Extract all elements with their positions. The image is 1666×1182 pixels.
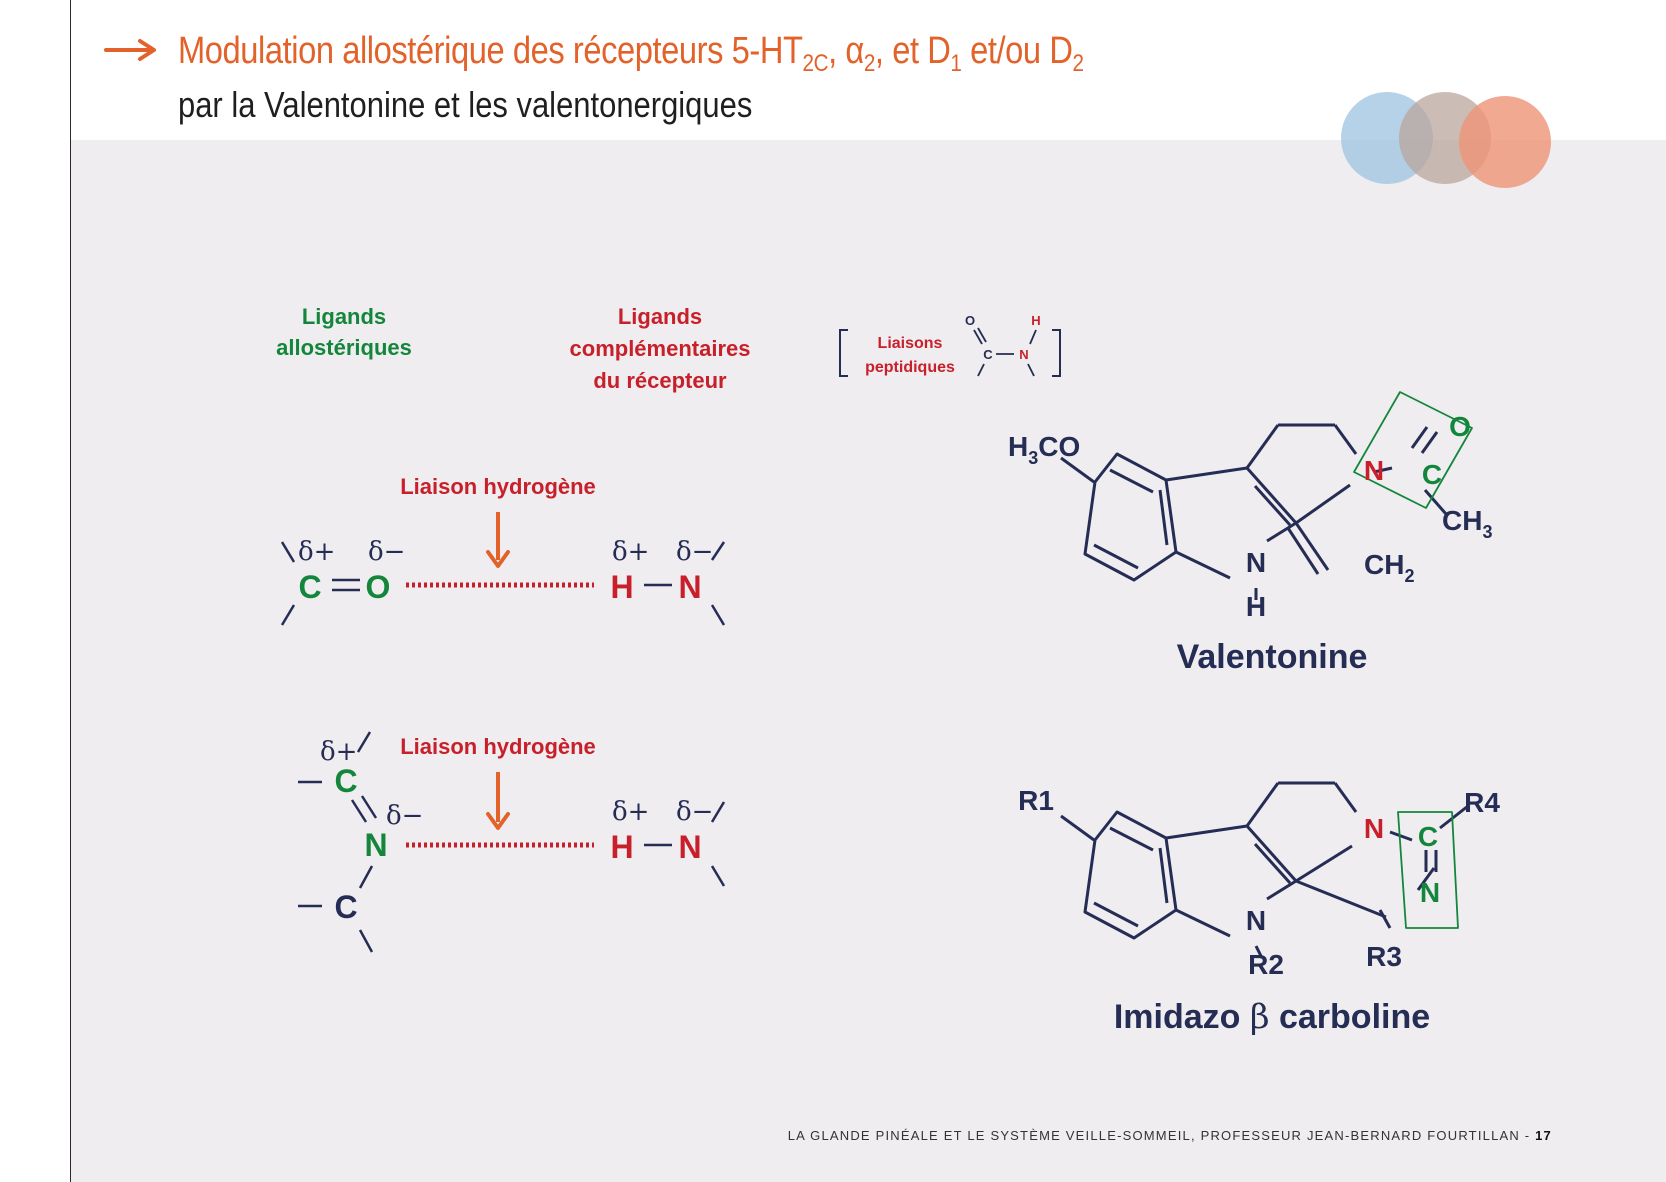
svg-text:peptidiques: peptidiques [865, 359, 955, 376]
svg-text:C: C [1422, 459, 1442, 490]
svg-text:δ−: δ− [368, 537, 405, 567]
page-title: Modulation allostérique des récepteurs 5… [178, 30, 1084, 77]
ligands-complementaires-label: Ligands complémentaires du récepteur [570, 304, 751, 393]
svg-text:C: C [1418, 821, 1438, 852]
svg-text:N: N [364, 827, 387, 863]
svg-text:O: O [1449, 411, 1471, 442]
hydrogen-bond-carbonyl: Liaison hydrogène δ+ δ− C O δ+ δ− H N [280, 474, 726, 626]
imidazo-beta-carboline-structure [1060, 781, 1469, 959]
svg-text:R3: R3 [1366, 941, 1402, 972]
peptide-bond-legend: Liaisons peptidiques O C N H [839, 313, 1061, 377]
svg-text:H3CO: H3CO [1008, 431, 1080, 468]
page-number: 17 [1535, 1128, 1552, 1143]
svg-text:Liaisons: Liaisons [878, 335, 943, 352]
svg-text:H: H [1246, 591, 1266, 622]
svg-text:Ligands: Ligands [618, 304, 702, 329]
svg-text:δ+: δ+ [298, 537, 335, 567]
svg-text:N: N [1246, 547, 1266, 578]
svg-text:allostériques: allostériques [276, 335, 412, 360]
svg-text:N: N [1246, 905, 1266, 936]
hydrogen-bond-imine: Liaison hydrogène δ+ C δ− N C δ+ δ− H N [298, 731, 726, 953]
svg-text:complémentaires: complémentaires [570, 336, 751, 361]
svg-text:R1: R1 [1018, 785, 1054, 816]
valentonine-structure [1060, 391, 1473, 600]
svg-text:C: C [298, 569, 321, 605]
svg-text:N: N [1364, 455, 1384, 486]
svg-text:N: N [1420, 877, 1440, 908]
svg-text:CH3: CH3 [1442, 505, 1492, 542]
svg-text:δ−: δ− [386, 801, 423, 831]
svg-text:H: H [610, 829, 633, 865]
svg-text:C: C [334, 763, 357, 799]
arrow-right-icon [104, 39, 156, 61]
svg-text:δ−: δ− [676, 797, 713, 827]
svg-text:H: H [1031, 313, 1040, 328]
svg-text:δ−: δ− [676, 537, 713, 567]
valentonine-labels: H3CO N N H CH2 CH3 O C Valentonine [1008, 411, 1492, 676]
svg-text:Liaison hydrogène: Liaison hydrogène [400, 474, 596, 499]
decorative-circles-logo [1341, 92, 1551, 188]
svg-text:Ligands: Ligands [302, 304, 386, 329]
page-subtitle: par la Valentonine et les valentonergiqu… [178, 84, 753, 125]
svg-text:N: N [678, 829, 701, 865]
imidazo-name: Imidazo β carboline [1114, 997, 1430, 1037]
valentonine-name: Valentonine [1177, 638, 1368, 676]
left-margin-line [70, 0, 71, 1182]
svg-text:δ+: δ+ [612, 537, 649, 567]
svg-text:δ+: δ+ [320, 737, 357, 767]
svg-text:H: H [610, 569, 633, 605]
svg-text:Liaison hydrogène: Liaison hydrogène [400, 734, 596, 759]
svg-text:du récepteur: du récepteur [593, 368, 727, 393]
ligands-allosteriques-label: Ligands allostériques [276, 304, 412, 360]
page-footer: LA GLANDE PINÉALE ET LE SYSTÈME VEILLE-S… [787, 1128, 1552, 1143]
svg-text:N: N [1364, 813, 1384, 844]
svg-text:C: C [334, 889, 357, 925]
svg-text:O: O [965, 313, 975, 328]
content-panel [71, 140, 1666, 1182]
svg-text:C: C [983, 347, 993, 362]
svg-text:R4: R4 [1464, 787, 1500, 818]
svg-text:R2: R2 [1248, 949, 1284, 980]
imidazo-labels: R1 N N R2 R3 R4 C N Imidazo β carboline [1018, 785, 1500, 1037]
svg-text:δ+: δ+ [612, 797, 649, 827]
svg-text:O: O [366, 569, 391, 605]
svg-text:N: N [1019, 347, 1028, 362]
svg-text:CH2: CH2 [1364, 549, 1414, 586]
svg-text:N: N [678, 569, 701, 605]
